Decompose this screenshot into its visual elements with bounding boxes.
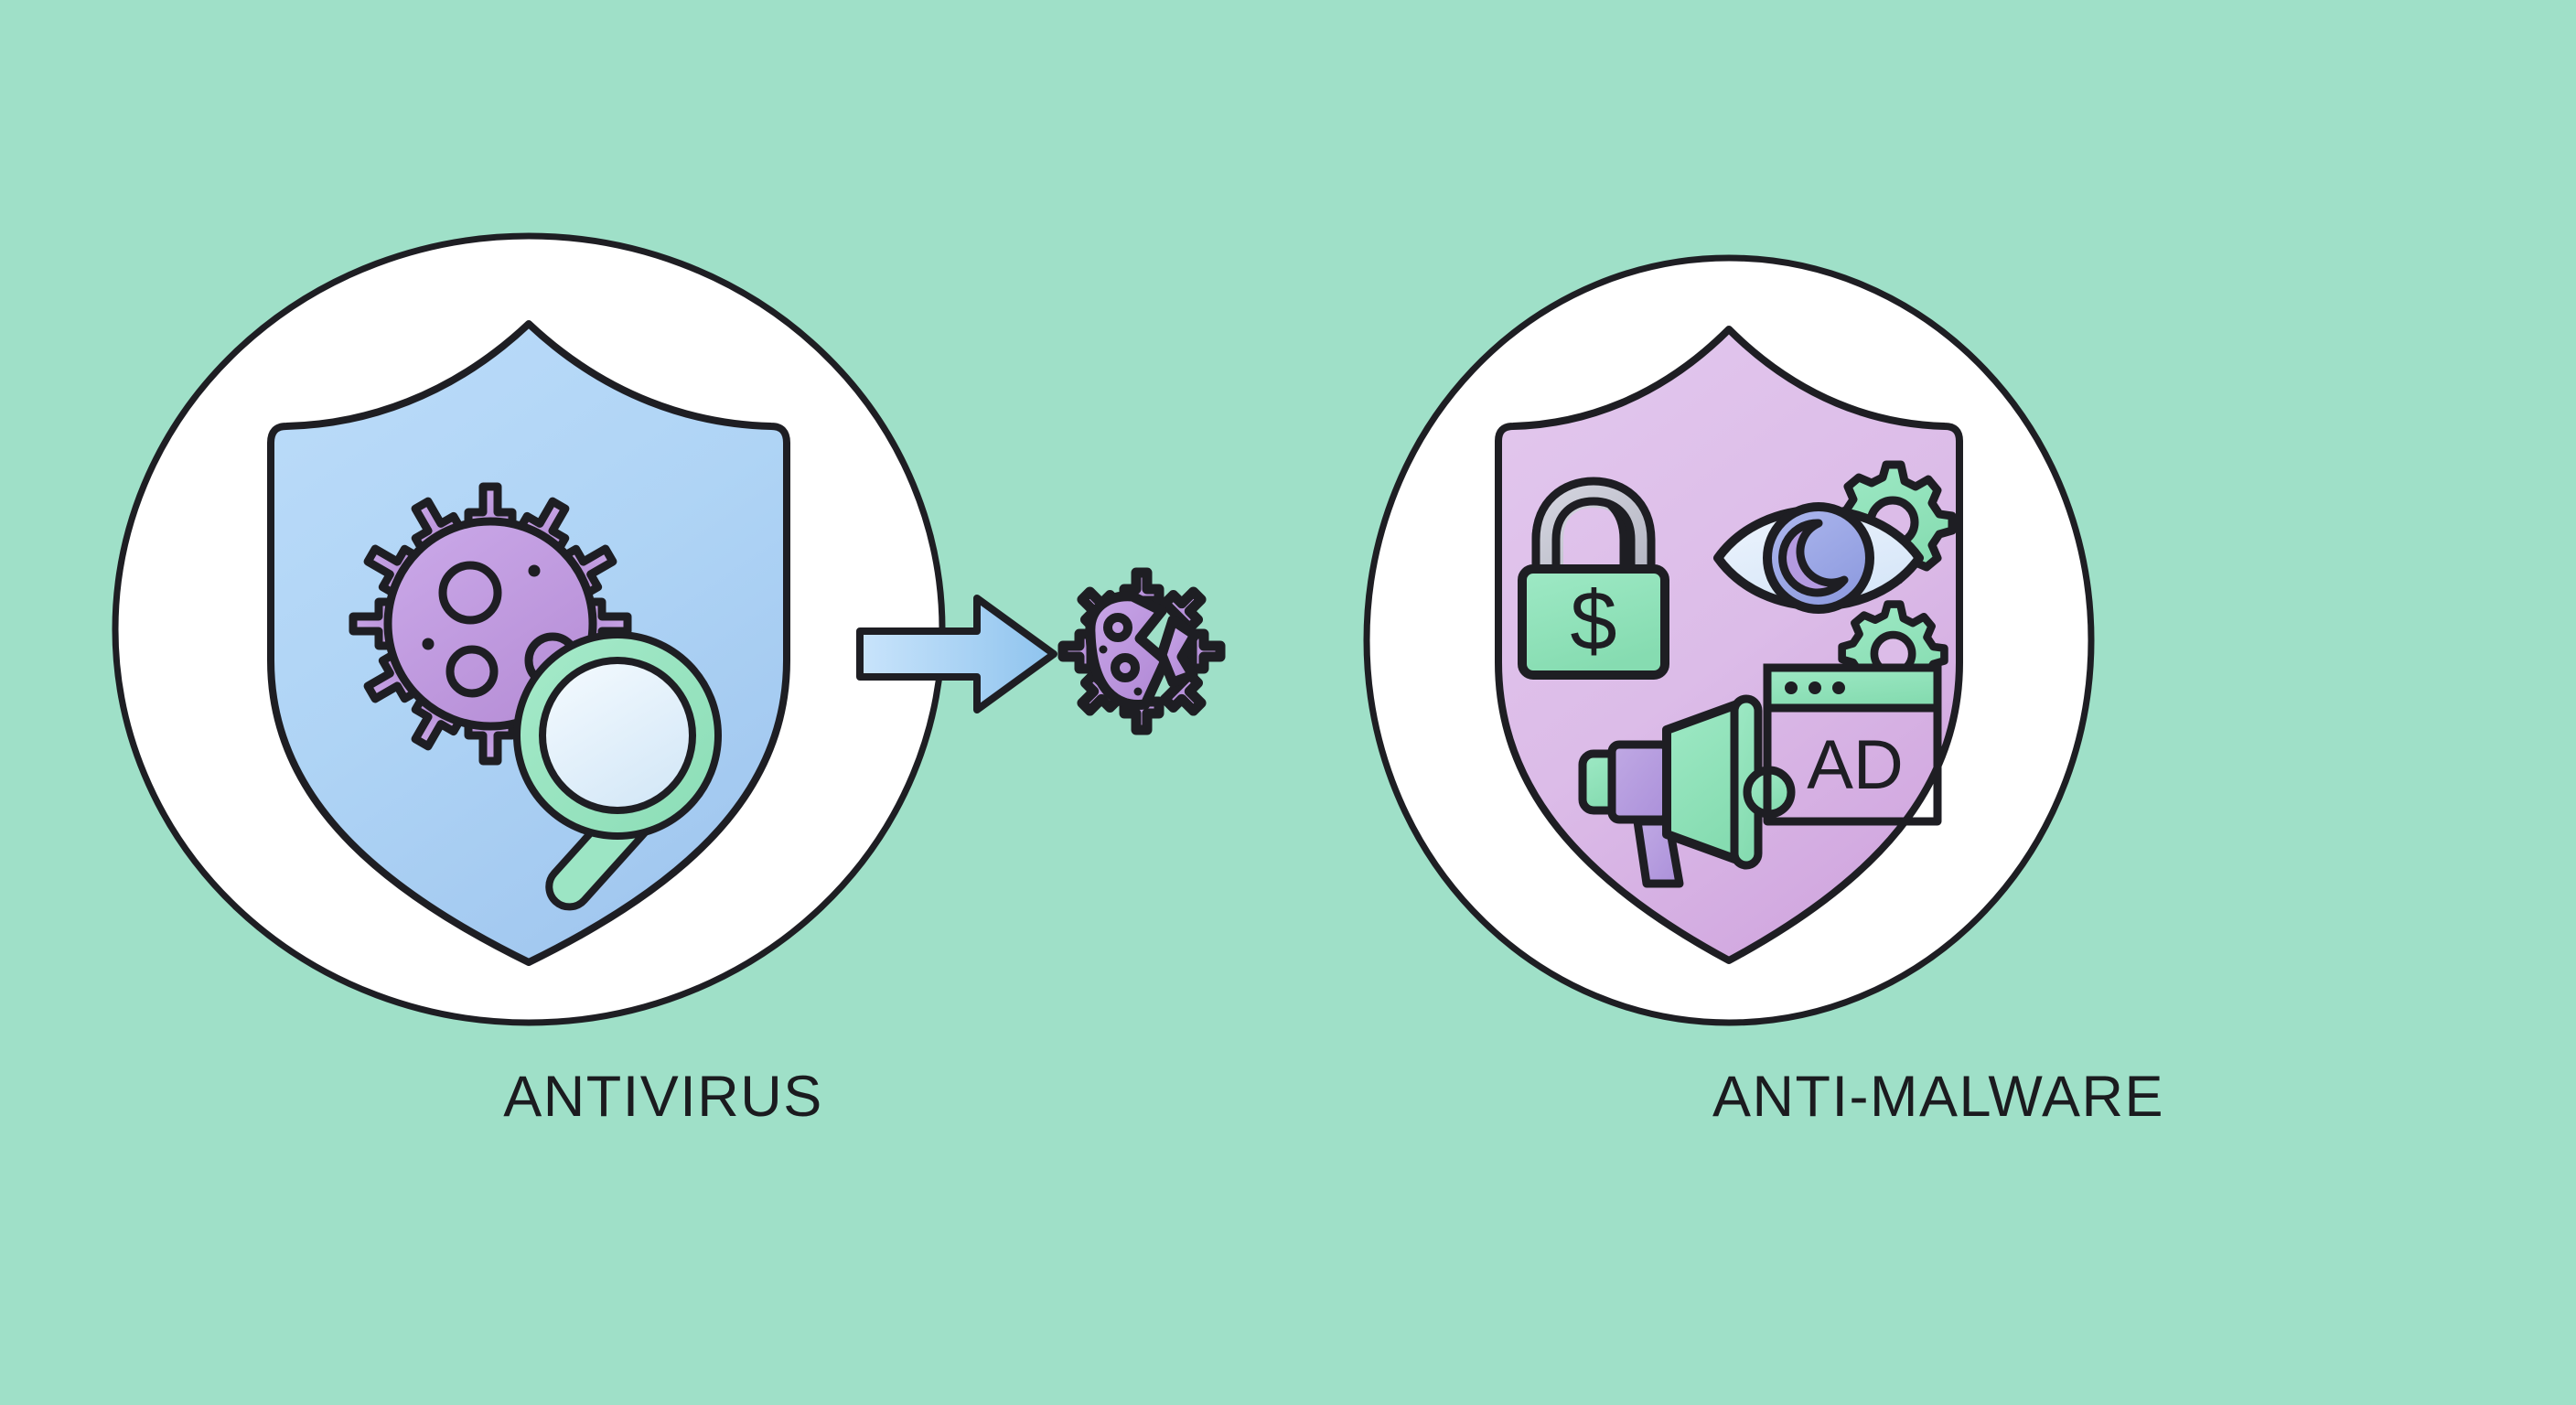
dollar-symbol: $	[1570, 574, 1616, 668]
megaphone-icon	[1578, 694, 1796, 888]
lock-dollar-icon: $	[1518, 477, 1669, 680]
panel-antivirus: ANTIVIRUS	[108, 231, 1262, 1129]
ad-window-icon: AD	[1763, 663, 1942, 826]
eye-gear-icon	[1713, 460, 1957, 708]
virus-cracked	[1057, 567, 1226, 735]
magnifying-glass-icon	[513, 631, 722, 911]
panel-label-antivirus: ANTIVIRUS	[503, 1065, 823, 1129]
window-dot	[1809, 681, 1821, 694]
arrow-right-blue	[856, 585, 1070, 723]
ad-window-text: AD	[1807, 726, 1904, 804]
window-dot	[1832, 681, 1845, 694]
antimalware-badge: $	[1363, 254, 2100, 1034]
window-dot	[1785, 681, 1798, 694]
panel-antimalware: $	[1288, 0, 2576, 1405]
antivirus-badge	[108, 231, 950, 1028]
single-virus-result	[1043, 549, 1262, 759]
panel-label-antimalware: ANTI-MALWARE	[1712, 1065, 2164, 1129]
